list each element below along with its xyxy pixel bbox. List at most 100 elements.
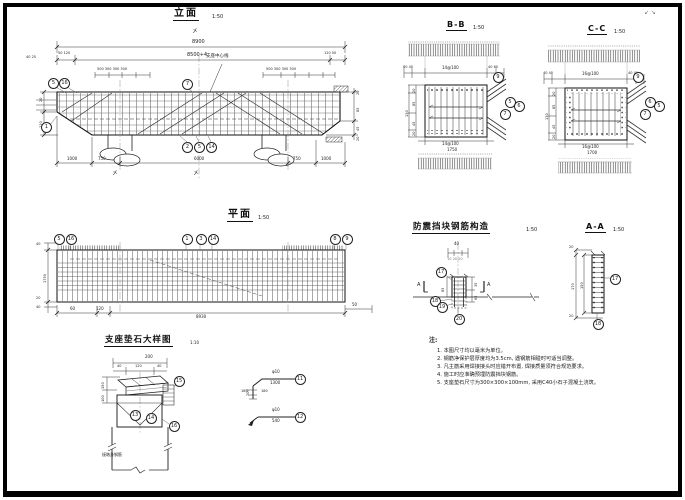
section-bb-scale: 1:50 (473, 25, 485, 31)
rebar-callout: 5 (194, 142, 205, 153)
section-cc-linework (543, 45, 647, 174)
dim-label: 65 (474, 295, 478, 300)
rebar-length: 1300 (270, 380, 281, 385)
section-bb-title: B-B (446, 20, 467, 31)
rebar-callout: 3 (195, 233, 207, 245)
rebar-callout: 9 (632, 71, 644, 83)
dim-label: 20 (569, 314, 574, 318)
dim-label: 180 (261, 389, 268, 393)
rebar-spec: φ10 (272, 369, 280, 374)
section-aa-scale: 1:50 (613, 227, 625, 233)
dim-label: 20 (552, 91, 556, 96)
rebar-shape-details-linework (248, 378, 295, 426)
dim-label: 16@100 (582, 71, 599, 76)
dim-label: 1700 (587, 150, 598, 155)
rebar-callout: 12 (294, 411, 306, 423)
rebar-callout: 20 (453, 313, 465, 325)
dim-label: 40 40 (628, 71, 639, 75)
dim-label: 50 120 (58, 51, 71, 55)
dim-label: 40 60 (488, 65, 499, 69)
dim-label: 20 (39, 97, 43, 102)
dim-label: 750 (293, 156, 301, 161)
dim-label: 500 300 300 300 (266, 67, 297, 71)
dim-label: 14@100 (442, 141, 459, 146)
block-detail-title: 防震挡块钢筋构造 (412, 222, 491, 234)
dim-label: 45 (552, 124, 556, 129)
column-rebar-note: 接墩身钢筋 (102, 452, 122, 457)
bearing-detail-linework (102, 358, 178, 474)
dim-label: 120 50 (324, 51, 337, 55)
rebar-callout: 7 (639, 108, 651, 120)
elevation-title: 立面 (173, 8, 199, 21)
dim-label: 45 (412, 121, 416, 126)
section-cut-letter: A (417, 282, 421, 288)
bearing-centerline-label: 支座中心线 (206, 54, 229, 59)
dim-label: 40 (117, 364, 122, 368)
note-item: 4. 施工时应准确预埋防震挡块钢筋。 (437, 372, 522, 378)
rebar-callout: 14 (207, 233, 219, 245)
dim-label: 750 (98, 156, 106, 161)
dim-label: 1750 (447, 147, 458, 152)
rebar-callout: 17 (609, 273, 621, 285)
elevation-linework (36, 41, 358, 178)
dim-label: 20 (412, 88, 416, 93)
dim-label: 60 (70, 306, 76, 311)
dim-label: 1750 (43, 274, 47, 283)
dim-label: 120 (135, 364, 142, 368)
rebar-callout: 11 (294, 373, 306, 385)
rebar-callout: 14 (206, 142, 217, 153)
dim-label: 500 300 300 300 (97, 67, 128, 71)
rebar-callout: 14 (145, 412, 157, 424)
dim-label: 35 (474, 282, 478, 287)
centerline-mark: 㐅 (193, 170, 200, 177)
section-bb-linework (403, 39, 507, 170)
dim-label: 180 (241, 389, 248, 393)
section-cc-title: C-C (587, 24, 608, 35)
dim-label: 10 20 10 (447, 257, 463, 261)
plan-linework (44, 242, 373, 317)
note-item: 5. 支座垫石尺寸为300×300×100mm, 采用C40小石子混凝土浇筑。 (437, 380, 599, 386)
dim-label: 130 (405, 110, 409, 117)
dim-label: 130 (545, 113, 549, 120)
dim-label: 20 (36, 296, 41, 300)
dim-label: 60 40 (403, 65, 414, 69)
section-cc-scale: 1:50 (614, 29, 626, 35)
bearing-detail-scale: 1:10 (190, 340, 199, 345)
section-cut-letter: A (487, 282, 491, 288)
rebar-callout: 6 (513, 100, 525, 112)
dim-label: 150 (101, 382, 105, 389)
plan-title: 平面 (227, 209, 253, 222)
rebar-callout: 1 (41, 122, 52, 133)
section-aa-linework (573, 247, 610, 321)
corner-mark-bottom: ↙ ↘ (644, 9, 656, 16)
dim-label: 6000 (194, 156, 205, 161)
section-aa-title: A-A (585, 222, 606, 233)
elevation-centerline-mark: 㐅 (192, 28, 199, 35)
rebar-callout: 1 (181, 233, 193, 245)
centerline-mark: 㐅 (112, 170, 119, 177)
dim-label: 16@100 (582, 144, 599, 149)
rebar-callout: 18 (592, 318, 604, 330)
block-detail-scale: 1:50 (526, 227, 538, 233)
dim-label: 200 (145, 354, 153, 359)
bearing-detail-title: 支座垫石大样图 (104, 335, 173, 347)
rebar-callout: 9 (492, 71, 504, 83)
rebar-length: 540 (272, 418, 280, 423)
rebar-callout: 8 (329, 233, 341, 245)
note-item: 2. 钢筋净保护层厚度均为3.5cm, 遇钢筋相碰时可适当调整。 (437, 356, 578, 362)
dim-label: 85 (412, 101, 416, 106)
elevation-scale: 1:50 (212, 14, 224, 20)
rebar-callout: 13 (129, 409, 141, 421)
dim-label: 1000 (67, 156, 78, 161)
notes-heading: 注: (429, 337, 438, 344)
note-item: 1. 本图尺寸均以毫米为单位。 (437, 348, 506, 354)
dim-label: 85 (441, 287, 445, 292)
dim-label: 170 (571, 283, 575, 290)
rebar-callout: 15 (173, 375, 185, 387)
dim-label: 20 (356, 90, 360, 95)
rebar-callout: 18 (429, 295, 441, 307)
plan-scale: 1:50 (258, 215, 270, 221)
dim-label: 8500+4 (187, 52, 208, 58)
